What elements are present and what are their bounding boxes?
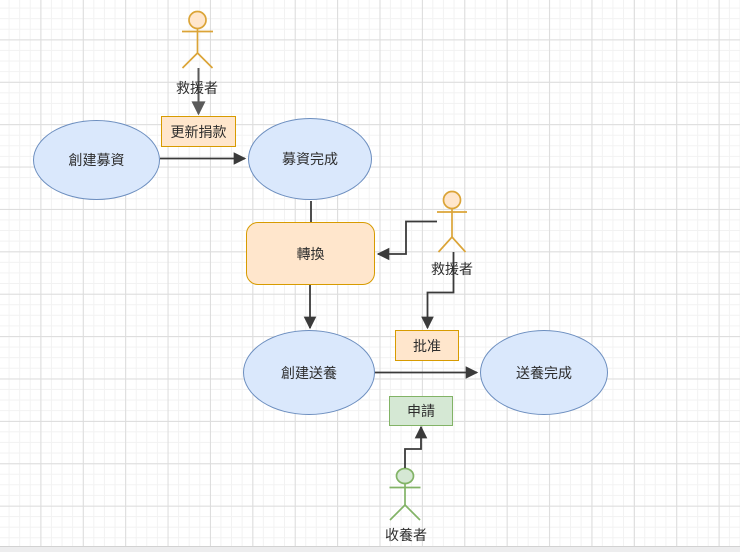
- process-update-donation[interactable]: 更新捐款: [161, 116, 236, 147]
- actor-adopter[interactable]: [389, 467, 421, 521]
- ellipse-fundraising-complete[interactable]: 募資完成: [248, 118, 372, 200]
- ellipse-adoption-complete[interactable]: 送養完成: [480, 330, 608, 415]
- process-approve-label: 批准: [413, 338, 441, 355]
- actor-adopter-label: 收養者: [385, 528, 427, 544]
- ellipse-create-adoption[interactable]: 創建送養: [243, 330, 375, 415]
- process-convert-label: 轉換: [296, 246, 325, 263]
- actor-rescuer-top[interactable]: [181, 10, 214, 69]
- actor-rescuer-top-legs: [181, 51, 214, 69]
- canvas-bottom-edge: [0, 546, 740, 552]
- actor-rescuer-right-label: 救援者: [431, 262, 473, 278]
- process-approve[interactable]: 批准: [395, 330, 459, 361]
- ellipse-create-fundraising[interactable]: 創建募資: [33, 120, 160, 200]
- edge-rescuer-right-to-approve[interactable]: [421, 252, 455, 330]
- actor-rescuer-top-head: [188, 10, 207, 30]
- edge-rescuer-right-to-convert[interactable]: [376, 220, 437, 261]
- actor-rescuer-right-head: [442, 190, 462, 210]
- ellipse-create-adoption-label: 創建送養: [281, 365, 337, 382]
- process-update-donation-label: 更新捐款: [170, 124, 227, 141]
- ellipse-adoption-complete-label: 送養完成: [516, 365, 572, 382]
- actor-rescuer-top-label: 救援者: [176, 81, 218, 97]
- ellipse-create-fundraising-label: 創建募資: [68, 153, 125, 169]
- edge-adopter-to-apply[interactable]: [404, 425, 428, 468]
- process-apply[interactable]: 申請: [389, 396, 453, 426]
- actor-rescuer-right[interactable]: [437, 190, 467, 253]
- actor-adopter-head: [395, 467, 415, 485]
- process-convert[interactable]: 轉換: [246, 222, 375, 285]
- ellipse-fundraising-complete-label: 募資完成: [282, 152, 338, 168]
- process-apply-label: 申請: [407, 404, 435, 420]
- actor-rescuer-right-legs: [437, 235, 467, 253]
- actor-adopter-legs: [389, 503, 421, 521]
